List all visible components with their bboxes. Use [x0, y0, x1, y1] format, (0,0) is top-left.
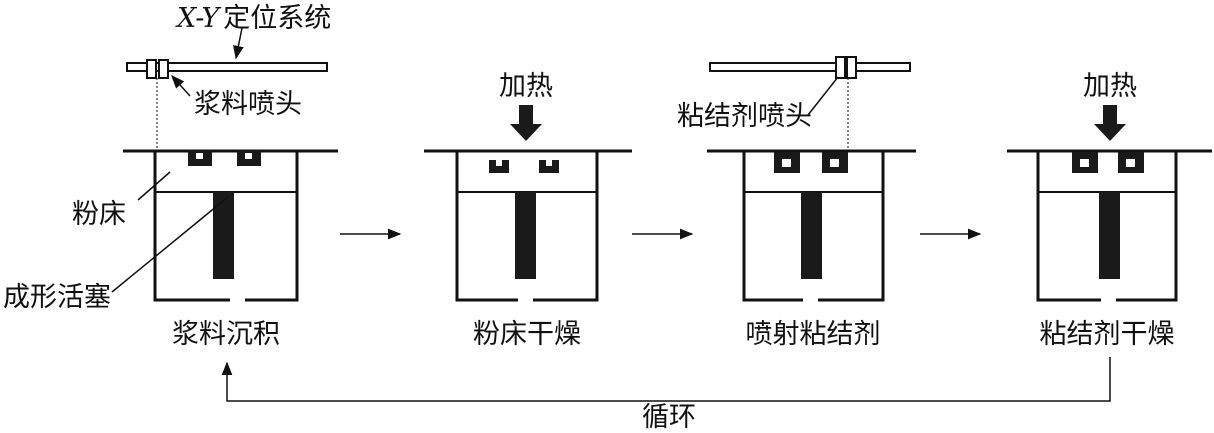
step-label: 浆料沉积: [172, 319, 280, 350]
slurry-nozzle-label: 浆料喷头: [194, 89, 302, 120]
forming-piston-leader: [111, 196, 229, 293]
deposited-blocks: [188, 151, 261, 166]
build-chamber: [455, 151, 599, 302]
build-chamber: [742, 151, 885, 302]
cycle-label: 循环: [642, 402, 696, 433]
slurry-nozzle-head: [158, 59, 169, 79]
binder-nozzle-head: [846, 56, 857, 79]
deposited-blocks: [489, 160, 559, 173]
binder-nozzle-label: 粘结剂喷头: [677, 101, 812, 132]
step-label: 粉床干燥: [473, 319, 581, 350]
station-binder-drying: 加热 粘结剂干燥: [1007, 71, 1212, 350]
heat-label: 加热: [499, 71, 553, 102]
forming-piston-rod: [801, 192, 822, 279]
heat-arrow-icon: [1094, 105, 1126, 141]
build-chamber: [153, 151, 299, 302]
forming-piston-label: 成形活塞: [3, 282, 111, 313]
station-binder-jetting: 粘结剂喷头 喷射粘结剂: [677, 56, 916, 350]
xy-label-arrow: [233, 27, 244, 60]
heat-arrow-icon: [510, 105, 542, 141]
binder-nozzle-head: [835, 56, 846, 79]
build-chamber: [1036, 151, 1178, 302]
bound-blocks: [1072, 152, 1144, 173]
step-label: 粘结剂干燥: [1040, 319, 1175, 350]
bound-blocks: [774, 152, 848, 173]
powder-bed-label: 粉床: [72, 199, 126, 230]
heat-label: 加热: [1083, 71, 1137, 102]
station-powder-bed-drying: 加热 粉床干燥: [424, 71, 632, 350]
xy-positioning-rail: [709, 62, 911, 72]
slurry-nozzle-head: [146, 59, 157, 79]
step-label: 喷射粘结剂: [746, 319, 881, 350]
slurry-nozzle-arrow: [171, 74, 191, 97]
cycle-loop-arrow: [221, 357, 1111, 402]
binder-nozzle-leader: [807, 76, 839, 116]
xy-positioning-rail: [126, 62, 328, 72]
forming-piston-rod: [213, 192, 234, 279]
forming-piston-rod: [1099, 192, 1120, 279]
forming-piston-rod: [515, 192, 536, 279]
powder-bed-leader: [137, 171, 171, 201]
